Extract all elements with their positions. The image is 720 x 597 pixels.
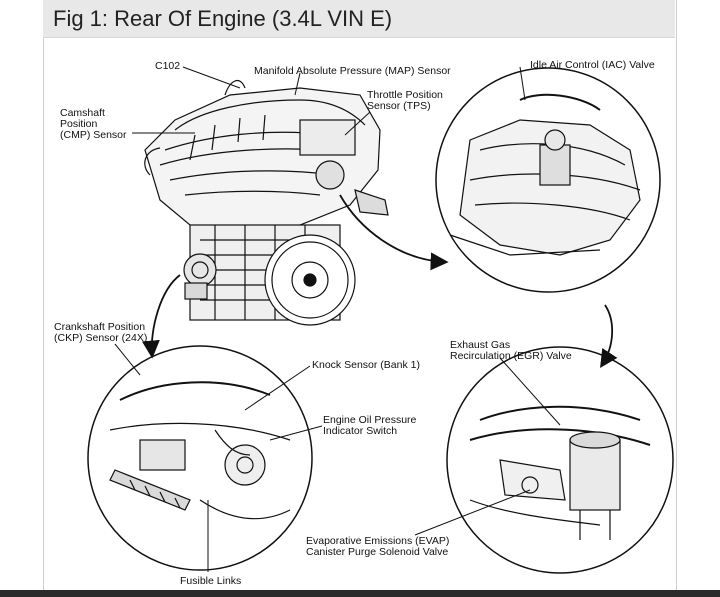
title-bar — [43, 0, 675, 38]
arrow-to-ckp — [141, 274, 181, 359]
label-map-sensor: Manifold Absolute Pressure (MAP) Sensor — [254, 65, 451, 77]
label-fusible-links: Fusible Links — [180, 575, 242, 587]
engine-illustration — [144, 79, 389, 326]
label-crankshaft-sensor: Crankshaft Position (CKP) Sensor (24X) — [54, 321, 148, 344]
detail-circle-iac — [435, 67, 661, 293]
label-egr-valve: Exhaust Gas Recirculation (EGR) Valve — [450, 339, 572, 362]
arrow-to-egr — [600, 304, 618, 369]
label-iac-valve: Idle Air Control (IAC) Valve — [530, 59, 655, 71]
detail-circle-ckp — [87, 345, 313, 571]
arrow-to-iac — [339, 194, 449, 271]
flow-arrows — [141, 194, 618, 369]
detail-circle-egr — [446, 346, 674, 574]
bottom-bar — [0, 590, 720, 597]
label-camshaft-sensor: Camshaft Position (CMP) Sensor — [60, 107, 127, 141]
label-evap-valve: Evaporative Emissions (EVAP) Canister Pu… — [306, 535, 450, 558]
label-oil-pressure-switch: Engine Oil Pressure Indicator Switch — [323, 414, 417, 437]
label-knock-sensor: Knock Sensor (Bank 1) — [312, 359, 420, 371]
figure-title: Fig 1: Rear Of Engine (3.4L VIN E) — [53, 6, 393, 31]
leader-lines — [114, 66, 561, 572]
label-tps: Throttle Position Sensor (TPS) — [367, 89, 443, 112]
label-c102: C102 — [155, 60, 181, 72]
